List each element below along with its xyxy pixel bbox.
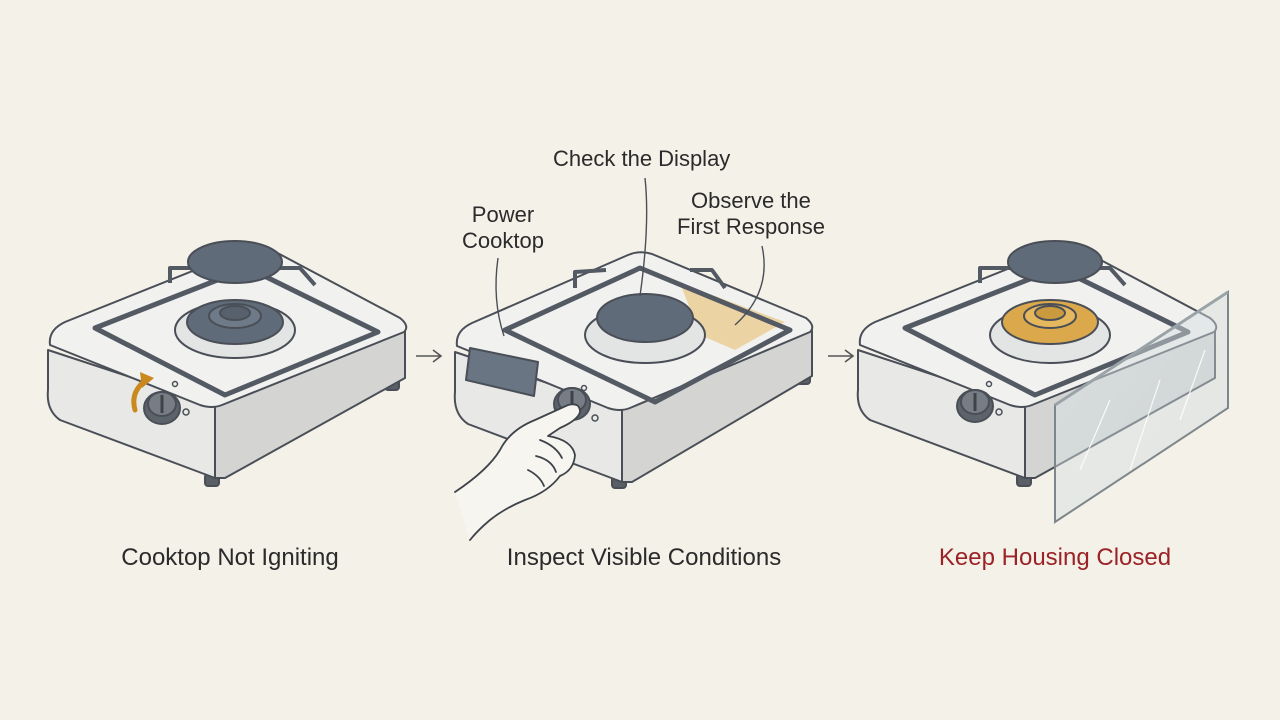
- step-caption-1: Cooktop Not Igniting: [121, 544, 339, 571]
- burner-cap: [187, 240, 283, 284]
- callout-observe-line1: Observe the: [691, 188, 811, 213]
- burner-cap: [1007, 240, 1103, 284]
- next-arrow-icon: [416, 349, 443, 363]
- rotate-arrow-icon: [131, 372, 154, 413]
- callout-display-text: Check the Display: [553, 146, 731, 171]
- callout-observe-line2: First Response: [677, 214, 825, 239]
- glass-panel-icon: [1054, 290, 1229, 524]
- control-knob-icon: [956, 389, 994, 423]
- callout-power-line1: Power: [471, 202, 535, 227]
- step-caption-2: Inspect Visible Conditions: [506, 544, 782, 571]
- control-knob-icon: [143, 391, 181, 425]
- hand-pointer-icon: [454, 403, 581, 541]
- callout-observe-response: Observe the First Response: [677, 188, 825, 240]
- next-arrow-icon: [828, 349, 855, 363]
- callout-check-display: Check the Display: [553, 146, 730, 172]
- display-panel-icon: [465, 347, 539, 397]
- callout-leaders: [495, 177, 765, 337]
- callout-power-line2: Cooktop: [462, 228, 544, 253]
- callout-power-cooktop: Power Cooktop: [462, 202, 544, 254]
- step-caption-3: Keep Housing Closed: [938, 544, 1172, 571]
- cooktop-1: [46, 240, 408, 487]
